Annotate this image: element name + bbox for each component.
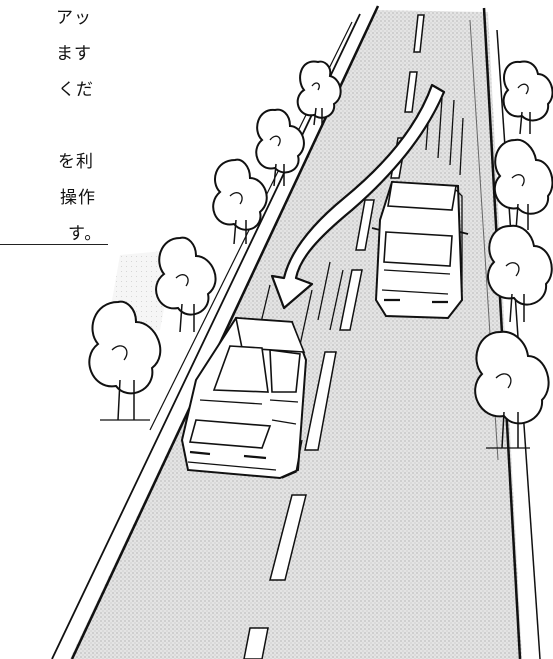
tree-left-4	[155, 236, 217, 333]
overtake-arrow	[270, 83, 446, 310]
text-line-5: 操作	[60, 188, 96, 208]
tree-left-5	[88, 300, 162, 421]
motion-lines	[257, 94, 464, 346]
tree-right-2	[493, 138, 553, 231]
tree-right-3	[487, 224, 553, 323]
tree-right-4	[474, 330, 550, 449]
text-line-6: す。	[68, 224, 103, 244]
tree-left-1	[296, 60, 342, 126]
trees-right	[474, 60, 553, 449]
text-line-1: アッ	[56, 8, 92, 28]
trees-left	[88, 60, 342, 421]
tree-right-1	[502, 60, 553, 135]
text-line-3: くだ	[58, 80, 94, 100]
car-overtaking	[180, 316, 308, 480]
text-line-2: ます	[56, 44, 92, 64]
text-line-4: を利	[58, 152, 94, 172]
tree-left-2	[255, 108, 305, 187]
text-fragment: アッ ます くだ を利 操作 す。	[0, 0, 110, 250]
car-ahead	[371, 180, 469, 320]
section-divider	[0, 244, 108, 245]
tree-left-3	[212, 158, 268, 245]
